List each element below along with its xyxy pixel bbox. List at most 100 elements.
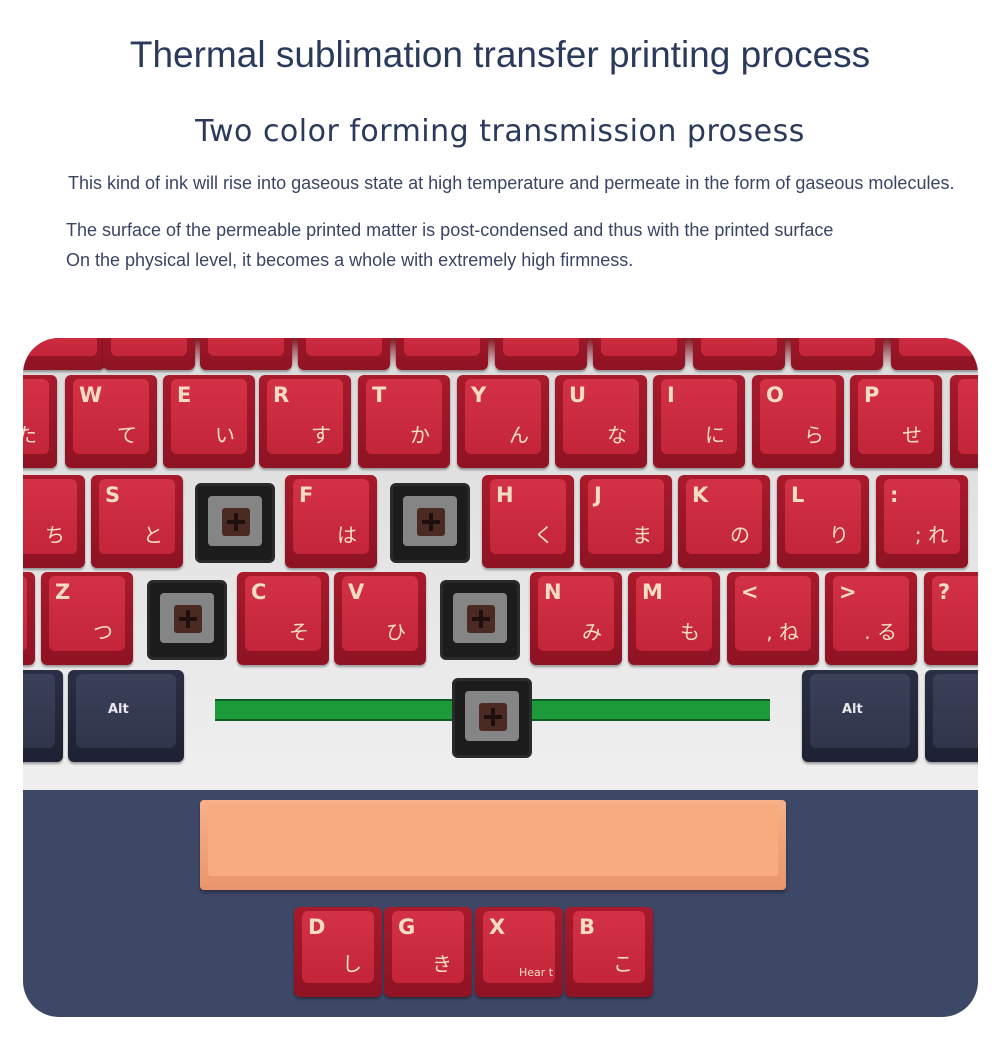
keycap — [693, 338, 785, 370]
keycap — [23, 338, 105, 370]
mechanical-switch — [440, 580, 520, 660]
key-legend: D — [308, 915, 326, 939]
alt-key-left: Alt — [68, 670, 184, 762]
key-legend: I — [667, 383, 675, 407]
key-kana-legend: す — [311, 423, 331, 447]
key-kana-legend: も — [680, 620, 700, 644]
key-legend: Z — [55, 580, 71, 604]
key-legend: V — [348, 580, 365, 604]
keyboard-photo: たWてEいRすTかYんUなIにOらPせAちSとFはHくJまKのLり:; れZつC… — [23, 338, 978, 1017]
key-kana-legend: ち — [45, 523, 65, 547]
key-legend: W — [79, 383, 103, 407]
key-kana-legend: Hear t — [519, 966, 554, 979]
keycap — [103, 338, 195, 370]
key-legend: S — [105, 483, 121, 507]
key-legend: B — [579, 915, 596, 939]
key-kana-legend: い — [215, 423, 235, 447]
key-legend: O — [766, 383, 784, 407]
key-legend: > — [839, 580, 857, 604]
key-legend: C — [251, 580, 267, 604]
key-kana-legend: な — [607, 423, 627, 447]
alt-key-right: Alt — [802, 670, 918, 762]
keycap: <, ね — [727, 572, 819, 665]
keycap — [791, 338, 883, 370]
key-kana-legend: . る — [864, 620, 897, 644]
keycap: Aち — [23, 475, 85, 568]
key-legend: Y — [471, 383, 487, 407]
key-legend: U — [569, 383, 587, 407]
modifier-keycap — [925, 670, 978, 762]
key-legend: F — [299, 483, 314, 507]
key-kana-legend: た — [23, 423, 37, 447]
key-kana-legend: り — [829, 523, 849, 547]
modifier-keycap — [23, 670, 63, 762]
keycap — [891, 338, 978, 370]
key-kana-legend: こ — [613, 952, 633, 976]
key-legend: E — [177, 383, 192, 407]
key-kana-legend: に — [705, 423, 725, 447]
key-kana-legend: て — [117, 423, 137, 447]
key-kana-legend: く — [534, 523, 554, 547]
key-legend: L — [791, 483, 805, 507]
keycap: ?/ — [924, 572, 978, 665]
key-kana-legend: , ね — [766, 620, 799, 644]
key-kana-legend: ま — [632, 523, 652, 547]
keycap — [200, 338, 292, 370]
key-legend: R — [273, 383, 290, 407]
keycap: た — [23, 375, 57, 468]
key-kana-legend: の — [730, 523, 750, 547]
key-kana-legend: そ — [289, 620, 309, 644]
mechanical-switch — [195, 483, 275, 563]
key-kana-legend: き — [432, 952, 452, 976]
key-legend: K — [692, 483, 709, 507]
paragraph-1: This kind of ink will rise into gaseous … — [68, 173, 955, 193]
mechanical-switch — [390, 483, 470, 563]
key-kana-legend: は — [337, 523, 357, 547]
keycap — [593, 338, 685, 370]
key-legend: T — [372, 383, 387, 407]
key-kana-legend: し — [342, 952, 362, 976]
keycap — [495, 338, 587, 370]
key-kana-legend: と — [143, 523, 163, 547]
paragraph-2: The surface of the permeable printed mat… — [66, 220, 834, 240]
spacebar-keycap — [200, 800, 786, 890]
key-kana-legend: み — [582, 620, 602, 644]
page-title: Thermal sublimation transfer printing pr… — [129, 34, 871, 75]
keycap: :; れ — [876, 475, 968, 568]
mechanical-switch — [147, 580, 227, 660]
key-legend: H — [496, 483, 514, 507]
key-kana-legend: ら — [804, 423, 824, 447]
keycap — [298, 338, 390, 370]
key-legend: M — [642, 580, 663, 604]
key-legend: Alt — [108, 702, 129, 717]
keycap — [950, 375, 978, 468]
keycap — [23, 572, 35, 665]
key-kana-legend: ; れ — [914, 523, 948, 547]
key-kana-legend: か — [410, 423, 430, 447]
keycap: > . る — [825, 572, 917, 665]
key-kana-legend: ん — [509, 423, 529, 447]
